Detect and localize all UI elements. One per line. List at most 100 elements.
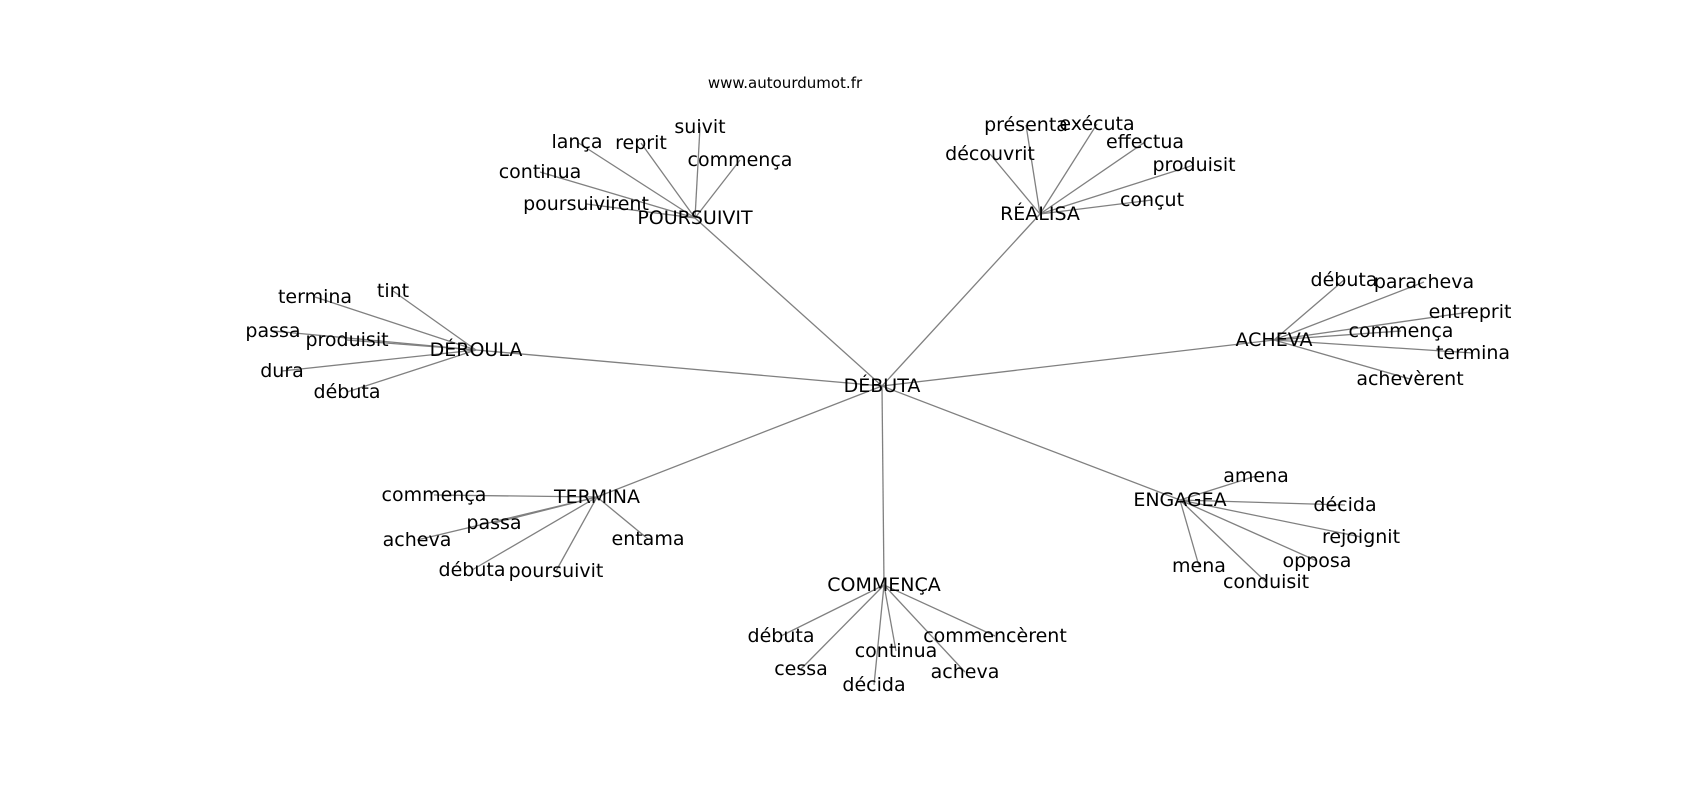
leaf-node: passa bbox=[466, 512, 521, 534]
edge-hub-leaf bbox=[1039, 123, 1098, 215]
leaf-node: produisit bbox=[305, 329, 388, 351]
hub-node: COMMENÇA bbox=[827, 574, 941, 596]
leaf-node: débuta bbox=[1311, 269, 1378, 291]
edge-hub-leaf bbox=[873, 584, 885, 686]
leaf-node: opposa bbox=[1283, 550, 1352, 572]
hub-node: ACHEVA bbox=[1235, 329, 1312, 351]
hub-node: RÉALISA bbox=[1000, 202, 1080, 225]
leaf-node: entreprit bbox=[1429, 301, 1512, 323]
graph-edges bbox=[272, 123, 1474, 686]
edge-root-hub bbox=[881, 385, 885, 586]
site-watermark: www.autourdumot.fr bbox=[708, 74, 863, 92]
leaf-node: acheva bbox=[931, 661, 1000, 683]
leaf-node: cessa bbox=[774, 658, 828, 680]
edge-hub-leaf bbox=[596, 496, 649, 540]
leaf-node: conduisit bbox=[1223, 571, 1309, 593]
leaf-node: paracheva bbox=[1374, 271, 1474, 293]
leaf-node: décida bbox=[842, 674, 905, 696]
edge-hub-leaf bbox=[585, 203, 696, 219]
hub-node: TERMINA bbox=[553, 486, 640, 508]
edge-hub-leaf bbox=[1273, 339, 1411, 380]
edge-hub-leaf bbox=[1273, 330, 1402, 341]
edge-root-hub bbox=[694, 217, 883, 387]
edge-hub-leaf bbox=[1025, 124, 1041, 215]
edge-hub-leaf bbox=[1179, 499, 1267, 583]
leaf-node: débuta bbox=[748, 625, 815, 647]
leaf-node: effectua bbox=[1106, 131, 1184, 153]
hub-node: POURSUIVIT bbox=[637, 207, 753, 229]
graph-labels: www.autourdumot.fr DÉBUTA POURSUIVIT lança… bbox=[245, 74, 1511, 696]
edge-hub-leaf bbox=[1039, 141, 1146, 215]
leaf-node: rejoignit bbox=[1322, 526, 1400, 548]
leaf-node: présenta bbox=[984, 114, 1068, 136]
edge-hub-leaf bbox=[433, 494, 598, 498]
leaf-node: continua bbox=[499, 161, 582, 183]
leaf-node: suivit bbox=[674, 116, 725, 138]
edge-hub-leaf bbox=[883, 584, 966, 673]
leaf-node: commença bbox=[1349, 320, 1454, 342]
leaf-node: exécuta bbox=[1059, 113, 1134, 135]
leaf-node: découvrit bbox=[945, 143, 1035, 165]
edge-hub-leaf bbox=[416, 496, 598, 541]
root-node: DÉBUTA bbox=[844, 374, 921, 397]
edge-hub-leaf bbox=[539, 171, 696, 219]
leaf-node: termina bbox=[1436, 342, 1510, 364]
edge-root-hub bbox=[881, 339, 1275, 387]
edge-hub-leaf bbox=[555, 496, 598, 572]
leaf-node: tint bbox=[377, 280, 409, 302]
edge-hub-leaf bbox=[1273, 339, 1474, 354]
leaf-node: conçut bbox=[1120, 189, 1184, 211]
edge-hub-leaf bbox=[576, 141, 696, 219]
edge-hub-leaf bbox=[780, 584, 885, 637]
leaf-node: passa bbox=[245, 320, 300, 342]
edge-root-hub bbox=[881, 385, 1181, 501]
edge-hub-leaf bbox=[640, 142, 696, 219]
edge-hub-leaf bbox=[1039, 199, 1153, 215]
edge-root-hub bbox=[596, 385, 883, 498]
edge-hub-leaf bbox=[883, 584, 897, 652]
edge-hub-leaf bbox=[346, 339, 477, 351]
edge-hub-leaf bbox=[1179, 499, 1200, 567]
leaf-node: entama bbox=[612, 528, 685, 550]
leaf-node: continua bbox=[855, 640, 938, 662]
leaf-node: mena bbox=[1172, 555, 1226, 577]
edge-hub-leaf bbox=[346, 349, 477, 393]
edge-hub-leaf bbox=[1179, 475, 1257, 501]
leaf-node: dura bbox=[260, 360, 304, 382]
leaf-node: reprit bbox=[615, 132, 667, 154]
edge-hub-leaf bbox=[1273, 279, 1345, 341]
leaf-node: décida bbox=[1313, 494, 1376, 516]
edge-hub-leaf bbox=[1179, 499, 1346, 506]
hub-node: ENGAGEA bbox=[1133, 489, 1226, 511]
edge-hub-leaf bbox=[1039, 164, 1195, 215]
edge-hub-leaf bbox=[281, 349, 477, 372]
edge-hub-leaf bbox=[694, 126, 701, 219]
edge-hub-leaf bbox=[800, 584, 885, 670]
leaf-node: commença bbox=[688, 149, 793, 171]
edge-hub-leaf bbox=[392, 290, 477, 351]
edge-hub-leaf bbox=[883, 584, 996, 637]
leaf-node: poursuivirent bbox=[523, 193, 649, 215]
edge-root-hub bbox=[475, 349, 883, 387]
edge-hub-leaf bbox=[989, 153, 1041, 215]
leaf-node: produisit bbox=[1152, 154, 1235, 176]
leaf-node: termina bbox=[278, 286, 352, 308]
edge-root-hub bbox=[881, 213, 1041, 387]
edge-hub-leaf bbox=[1273, 311, 1471, 341]
leaf-node: poursuivit bbox=[509, 560, 604, 582]
leaf-node: débuta bbox=[314, 381, 381, 403]
leaf-node: achevèrent bbox=[1356, 368, 1463, 390]
leaf-node: amena bbox=[1223, 465, 1289, 487]
leaf-node: lança bbox=[551, 131, 602, 153]
edge-hub-leaf bbox=[694, 159, 741, 219]
edge-hub-leaf bbox=[1179, 499, 1318, 562]
edge-hub-leaf bbox=[471, 496, 598, 571]
leaf-node: débuta bbox=[439, 559, 506, 581]
hub-node: DÉROULA bbox=[430, 338, 523, 361]
edge-hub-leaf bbox=[1179, 499, 1362, 538]
edge-hub-leaf bbox=[314, 296, 477, 351]
edge-hub-leaf bbox=[1273, 281, 1425, 341]
leaf-node: commencèrent bbox=[923, 625, 1067, 647]
leaf-node: commença bbox=[382, 484, 487, 506]
